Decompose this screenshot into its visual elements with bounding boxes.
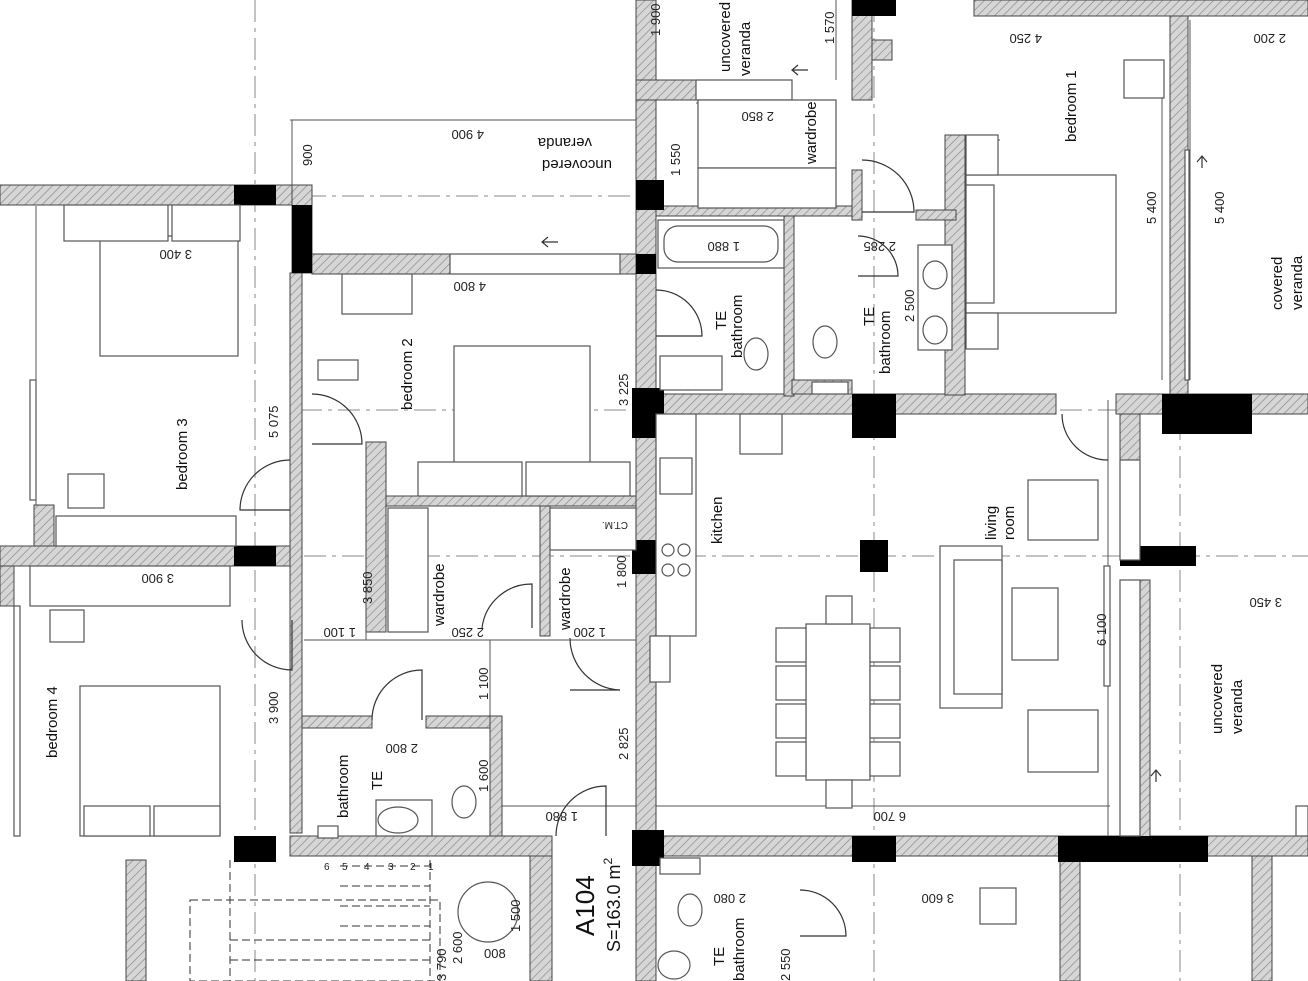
bedroom-2-label: bedroom 2	[399, 338, 416, 410]
dim-4800: 4 800	[453, 279, 486, 294]
wardrobe-top-label: wardrobe	[803, 101, 820, 165]
dim-1880-bottom: 1 880	[545, 809, 578, 824]
columns	[234, 0, 1252, 866]
dining-set	[775, 595, 901, 809]
bedroom-1-furniture	[917, 59, 1190, 381]
dim-4900: 4 900	[451, 127, 484, 142]
wardrobe-right-label: wardrobe	[557, 567, 574, 631]
area-superscript: 2	[601, 857, 615, 864]
dim-3450: 3 450	[1249, 595, 1282, 610]
dim-2250: 2 250	[451, 625, 484, 640]
stair-number: 1	[428, 862, 434, 873]
bathroom-label-2: bathroom	[877, 311, 894, 374]
dim-6100: 6 100	[1094, 613, 1109, 646]
dim-1900: 1 900	[648, 3, 663, 36]
bedroom-1-label: bedroom 1	[1063, 70, 1080, 142]
bathroom-label-3: bathroom	[335, 755, 352, 818]
uncovered-veranda-right-2: veranda	[1229, 679, 1246, 734]
te-label-2: TE	[861, 307, 878, 326]
te-label-4: TE	[711, 947, 728, 966]
dim-5400-a: 5 400	[1144, 191, 1159, 224]
te-label-1: TE	[713, 311, 730, 330]
bedroom-3-furniture	[29, 204, 241, 547]
bathroom-fixtures	[317, 219, 849, 980]
dim-1100-b: 1 100	[476, 667, 491, 700]
staircase	[125, 859, 519, 981]
dim-6700: 6 700	[873, 809, 906, 824]
dim-900: 900	[300, 144, 315, 166]
dim-2825: 2 825	[616, 727, 631, 760]
apartment-id: A104	[570, 875, 600, 936]
dim-5075: 5 075	[266, 405, 281, 438]
apartment-area: S=163.0 m2	[601, 857, 624, 952]
bathroom-label-1: bathroom	[729, 295, 746, 358]
dim-2600: 2 600	[450, 931, 465, 964]
dim-3225: 3 225	[616, 373, 631, 406]
wardrobe-mid-label: wardrobe	[431, 563, 448, 627]
living-room-label-2: room	[1001, 506, 1018, 540]
bedroom-4-furniture	[13, 565, 231, 837]
dim-3400: 3 400	[159, 247, 192, 262]
bedroom-4-label: bedroom 4	[44, 686, 61, 758]
bedroom-3-label: bedroom 3	[174, 418, 191, 490]
dim-3790: 3 790	[434, 948, 449, 981]
dim-2200: 2 200	[1253, 31, 1286, 46]
dim-4250: 4 250	[1009, 31, 1042, 46]
dim-3900-side: 3 900	[266, 691, 281, 724]
wardrobe-furniture	[387, 99, 837, 633]
bedroom-2-furniture	[317, 273, 631, 497]
stair-number: 4	[364, 862, 370, 873]
dim-5400-b: 5 400	[1212, 191, 1227, 224]
covered-veranda-2: veranda	[1289, 255, 1306, 310]
stair-number: 5	[342, 862, 348, 873]
dim-1800: 1 800	[614, 555, 629, 588]
ctm-label: CT.M.	[602, 519, 628, 530]
dim-3600: 3 600	[921, 891, 954, 906]
stair-number: 3	[388, 862, 394, 873]
uncovered-veranda-flipped-1: veranda	[537, 134, 592, 151]
uncovered-veranda-right-1: uncovered	[1209, 664, 1226, 734]
stair-number: 2	[410, 862, 416, 873]
dim-1570: 1 570	[822, 11, 837, 44]
dim-2285: 2 285	[863, 239, 896, 254]
stair-numbers: 6 5 4 3 2 1	[324, 862, 434, 873]
bottom-room-furniture	[979, 887, 1017, 925]
dim-2080: 2 080	[713, 891, 746, 906]
apartment-tag: A104 S=163.0 m2	[570, 857, 624, 952]
uncovered-veranda-top-2: veranda	[737, 21, 754, 76]
stair-number: 6	[324, 862, 330, 873]
dim-2800: 2 800	[385, 741, 418, 756]
kitchen-furniture	[649, 413, 783, 683]
living-room-label-1: living	[983, 506, 1000, 540]
dim-2550: 2 550	[778, 948, 793, 981]
windows	[449, 79, 1308, 837]
dim-1880-top: 1 880	[707, 239, 740, 254]
living-furniture	[939, 479, 1111, 773]
bathroom-label-4: bathroom	[731, 918, 748, 981]
te-label-3: TE	[369, 771, 386, 790]
dim-3850: 3 850	[360, 571, 375, 604]
dim-1200: 1 200	[573, 625, 606, 640]
dim-3900-top: 3 900	[141, 571, 174, 586]
doors	[239, 159, 1109, 937]
dim-1500: 1 500	[508, 899, 523, 932]
covered-veranda-1: covered	[1269, 257, 1286, 310]
uncovered-veranda-top-1: uncovered	[717, 2, 734, 72]
dim-1100-a: 1 100	[323, 625, 356, 640]
room-labels: bedroom 1 bedroom 2 bedroom 3 bedroom 4 …	[44, 2, 1306, 981]
dim-1550: 1 550	[668, 143, 683, 176]
dimension-values: 1 900 1 570 4 250 2 200 2 850 4 900 900 …	[141, 3, 1286, 981]
kitchen-label: kitchen	[709, 496, 726, 544]
dim-008: 008	[484, 946, 506, 961]
dim-2500: 2 500	[902, 289, 917, 322]
direction-arrows	[541, 64, 1208, 782]
dim-2850: 2 850	[741, 109, 774, 124]
uncovered-veranda-flipped-2: uncovered	[542, 156, 612, 173]
dim-1600: 1 600	[476, 759, 491, 792]
